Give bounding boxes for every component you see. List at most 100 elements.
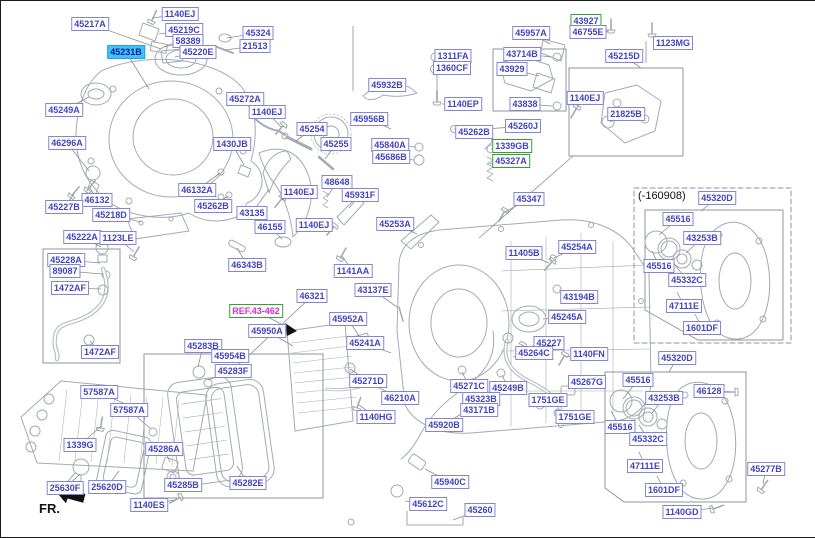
part-label-1140ej[interactable]: 1140EJ xyxy=(280,185,318,199)
part-label-45282e[interactable]: 45282E xyxy=(229,476,267,490)
part-label-45241a[interactable]: 45241A xyxy=(346,336,384,350)
part-label-45686b[interactable]: 45686B xyxy=(372,150,410,164)
part-label-45249b[interactable]: 45249B xyxy=(489,381,527,395)
part-label-45283f[interactable]: 45283F xyxy=(214,364,252,378)
part-label-45347[interactable]: 45347 xyxy=(513,192,545,206)
part-label-25620d[interactable]: 25620D xyxy=(88,480,126,494)
part-label-89087[interactable]: 89087 xyxy=(49,264,81,278)
part-label-1601df[interactable]: 1601DF xyxy=(682,321,722,335)
part-label-43253b[interactable]: 43253B xyxy=(683,231,721,245)
part-label-25630f[interactable]: 25630F xyxy=(46,481,84,495)
part-label-45262b[interactable]: 45262B xyxy=(455,125,493,139)
part-label-45940c[interactable]: 45940C xyxy=(431,475,469,489)
part-label-45954b[interactable]: 45954B xyxy=(211,349,249,363)
part-label-46321[interactable]: 46321 xyxy=(296,289,328,303)
part-label-45327a[interactable]: 45327A xyxy=(492,154,530,168)
part-label-1140es[interactable]: 1140ES xyxy=(130,498,168,512)
part-label-45516[interactable]: 45516 xyxy=(662,212,694,226)
part-label-45285b[interactable]: 45285B xyxy=(164,478,202,492)
part-label-1141aa[interactable]: 1141AA xyxy=(333,264,373,278)
part-label-45320d[interactable]: 45320D xyxy=(698,191,736,205)
part-label-45260[interactable]: 45260 xyxy=(464,503,496,517)
part-label-43137e[interactable]: 43137E xyxy=(354,283,392,297)
part-label-1140ej[interactable]: 1140EJ xyxy=(161,7,199,21)
part-label-1339g[interactable]: 1339G xyxy=(63,438,97,452)
part-label-1360cf[interactable]: 1360CF xyxy=(432,61,472,75)
part-label-45332c[interactable]: 45332C xyxy=(668,273,706,287)
part-label-57587a[interactable]: 57587A xyxy=(80,385,118,399)
part-label-43171b[interactable]: 43171B xyxy=(460,403,498,417)
part-label-46128[interactable]: 46128 xyxy=(693,384,725,398)
part-label-45231b[interactable]: 45231B xyxy=(107,45,145,59)
part-label-43838[interactable]: 43838 xyxy=(509,97,541,111)
part-label-46296a[interactable]: 46296A xyxy=(48,136,86,150)
part-label-45249a[interactable]: 45249A xyxy=(45,103,83,117)
part-label-45957a[interactable]: 45957A xyxy=(512,26,550,40)
part-label-1430jb[interactable]: 1430JB xyxy=(213,137,251,151)
part-label-1751ge[interactable]: 1751GE xyxy=(555,410,595,424)
part-label-46755e[interactable]: 46755E xyxy=(569,25,607,39)
part-label-11405b[interactable]: 11405B xyxy=(505,246,543,260)
part-label-45245a[interactable]: 45245A xyxy=(548,310,586,324)
part-label-45332c[interactable]: 45332C xyxy=(629,432,667,446)
part-label-1472af[interactable]: 1472AF xyxy=(50,281,90,295)
part-label-43194b[interactable]: 43194B xyxy=(560,290,598,304)
part-label-45612c[interactable]: 45612C xyxy=(409,497,447,511)
part-label-ref-43-462[interactable]: REF.43-462 xyxy=(229,304,283,318)
part-label-45264c[interactable]: 45264C xyxy=(515,346,553,360)
part-label-45215d[interactable]: 45215D xyxy=(605,49,643,63)
part-label-1339gb[interactable]: 1339GB xyxy=(492,139,532,153)
part-label-1123mg[interactable]: 1123MG xyxy=(652,36,694,50)
part-label-43714b[interactable]: 43714B xyxy=(503,47,541,61)
part-label-45516[interactable]: 45516 xyxy=(622,373,654,387)
part-label-47111e[interactable]: 47111E xyxy=(665,299,703,313)
part-label-45255[interactable]: 45255 xyxy=(320,137,352,151)
part-label-45286a[interactable]: 45286A xyxy=(145,442,183,456)
part-label-43253b[interactable]: 43253B xyxy=(645,391,683,405)
part-label-47111e[interactable]: 47111E xyxy=(626,459,664,473)
part-label-45956b[interactable]: 45956B xyxy=(350,112,388,126)
part-label-45254[interactable]: 45254 xyxy=(296,122,328,136)
part-label-46343b[interactable]: 46343B xyxy=(228,258,266,272)
part-label-45516[interactable]: 45516 xyxy=(643,259,675,273)
part-label-45222a[interactable]: 45222A xyxy=(63,230,101,244)
part-label-45217a[interactable]: 45217A xyxy=(71,17,109,31)
part-label-45253a[interactable]: 45253A xyxy=(376,217,414,231)
part-label-1140ej[interactable]: 1140EJ xyxy=(248,105,286,119)
part-label-1601df[interactable]: 1601DF xyxy=(644,483,684,497)
part-label-1140fn[interactable]: 1140FN xyxy=(570,347,608,361)
part-label-46132a[interactable]: 46132A xyxy=(178,183,216,197)
part-label-1140ep[interactable]: 1140EP xyxy=(444,97,482,111)
part-label-45931f[interactable]: 45931F xyxy=(341,188,379,202)
part-label-45272a[interactable]: 45272A xyxy=(226,92,264,106)
part-label-45262b[interactable]: 45262B xyxy=(194,199,232,213)
part-label-45267g[interactable]: 45267G xyxy=(567,375,607,389)
part-label-43929[interactable]: 43929 xyxy=(496,62,528,76)
part-label-45271d[interactable]: 45271D xyxy=(349,374,387,388)
part-label-21825b[interactable]: 21825B xyxy=(607,107,645,121)
part-label-1472af[interactable]: 1472AF xyxy=(80,345,120,359)
part-label-45254a[interactable]: 45254A xyxy=(558,240,596,254)
part-label-45220e[interactable]: 45220E xyxy=(179,45,217,59)
part-label-1140ej[interactable]: 1140EJ xyxy=(566,91,604,105)
part-label-1140ej[interactable]: 1140EJ xyxy=(295,218,333,232)
part-label-46210a[interactable]: 46210A xyxy=(381,391,419,405)
part-label-1140hg[interactable]: 1140HG xyxy=(356,410,396,424)
part-label-48648[interactable]: 48648 xyxy=(321,175,353,189)
part-label-46132[interactable]: 46132 xyxy=(81,193,113,207)
part-label-45950a[interactable]: 45950A xyxy=(248,324,286,338)
part-label-45227b[interactable]: 45227B xyxy=(45,200,83,214)
part-label-45260j[interactable]: 45260J xyxy=(504,119,542,133)
part-label-45277b[interactable]: 45277B xyxy=(747,462,785,476)
part-label-45932b[interactable]: 45932B xyxy=(368,78,406,92)
part-label-1751ge[interactable]: 1751GE xyxy=(528,393,568,407)
part-label-45920b[interactable]: 45920B xyxy=(425,418,463,432)
part-label-46155[interactable]: 46155 xyxy=(254,220,286,234)
part-label-45516[interactable]: 45516 xyxy=(604,420,636,434)
part-label-45218d[interactable]: 45218D xyxy=(92,208,130,222)
part-label-45952a[interactable]: 45952A xyxy=(329,312,367,326)
part-label-1140gd[interactable]: 1140GD xyxy=(662,505,702,519)
part-label-45271c[interactable]: 45271C xyxy=(450,379,488,393)
part-label-45320d[interactable]: 45320D xyxy=(658,351,696,365)
part-label-45324[interactable]: 45324 xyxy=(242,26,274,40)
